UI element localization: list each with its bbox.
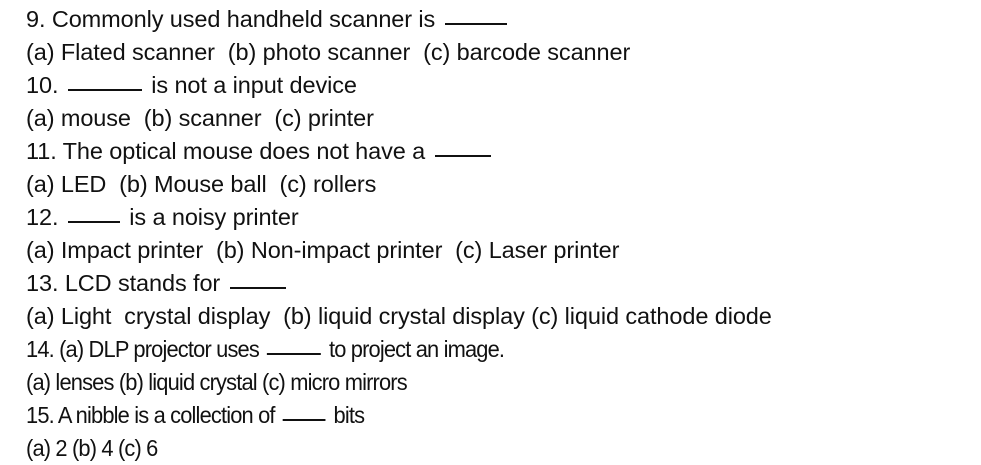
question-15: 15. A nibble is a collection of bits	[26, 399, 720, 432]
question-13: 13. LCD stands for	[26, 267, 772, 300]
question-text: LCD stands for	[64, 270, 221, 296]
answer-blank	[444, 1, 507, 25]
answer-options: (a) lenses (b) liquid crystal (c) micro …	[26, 369, 408, 395]
answer-options: (a) Light crystal display (b) liquid cry…	[26, 303, 772, 329]
answer-blank	[67, 199, 120, 223]
answer-blank	[229, 265, 286, 289]
question-number: 13.	[26, 270, 59, 296]
question-number: 10.	[26, 72, 59, 98]
question-9: 9. Commonly used handheld scanner is	[26, 3, 772, 36]
question-document: 9. Commonly used handheld scanner is (a)…	[26, 3, 772, 465]
question-14: 14. (a) DLP projector uses to project an…	[26, 333, 720, 366]
question-text-suffix: to project an image.	[328, 336, 505, 362]
answer-blank	[266, 331, 321, 355]
question-number: 9.	[26, 6, 46, 32]
answer-options: (a) Flated scanner (b) photo scanner (c)…	[26, 39, 631, 65]
question-number: 15.	[26, 402, 55, 428]
answer-options: (a) mouse (b) scanner (c) printer	[26, 105, 374, 131]
question-text: A nibble is a collection of	[57, 402, 276, 428]
question-11: 11. The optical mouse does not have a	[26, 135, 772, 168]
answer-options: (a) LED (b) Mouse ball (c) rollers	[26, 171, 377, 197]
question-10: 10. is not a input device	[26, 69, 772, 102]
question-text-suffix: is a noisy printer	[129, 204, 299, 230]
question-text-suffix: is not a input device	[151, 72, 357, 98]
question-text-suffix: bits	[333, 402, 366, 428]
answer-blank	[434, 133, 491, 157]
answer-options: (a) Impact printer (b) Non-impact printe…	[26, 237, 620, 263]
question-number: 14.	[26, 336, 55, 362]
question-text: (a) DLP projector uses	[59, 336, 260, 362]
question-12: 12. is a noisy printer	[26, 201, 772, 234]
answer-options: (a) 2 (b) 4 (c) 6	[26, 435, 158, 461]
question-text: The optical mouse does not have a	[62, 138, 426, 164]
answer-blank	[67, 67, 142, 91]
answer-blank	[282, 397, 326, 421]
question-number: 12.	[26, 204, 59, 230]
question-text: Commonly used handheld scanner is	[51, 6, 436, 32]
question-number: 11.	[26, 138, 57, 164]
